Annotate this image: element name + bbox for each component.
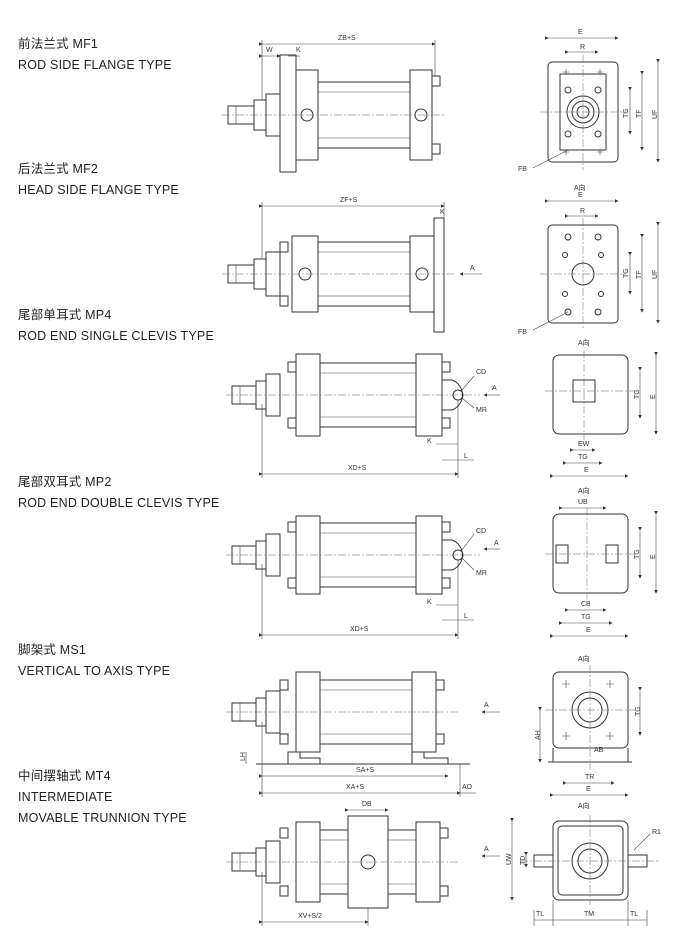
label-cn: 脚架式 MS1 — [18, 643, 87, 657]
dim-tg-bottom: TG — [578, 454, 588, 461]
dim-xa: XA+S — [346, 784, 364, 791]
dim-tr: TR — [585, 774, 594, 781]
arrow-a: A — [492, 385, 497, 392]
dim-xd: XD+S — [350, 626, 369, 633]
dim-tf: TF — [636, 270, 643, 279]
arrow-a: A — [494, 540, 499, 547]
label-cn: 后法兰式 MF2 — [18, 162, 99, 176]
dim-tm: TM — [584, 911, 594, 918]
label-mf1: 前法兰式 MF1 ROD SIDE FLANGE TYPE — [18, 34, 172, 76]
arrow-a: A — [484, 702, 489, 709]
end-view-mt4 — [552, 820, 629, 901]
foot-front — [287, 751, 321, 765]
dim-e-bottom: E — [584, 467, 589, 474]
label-mp4: 尾部单耳式 MP4 ROD END SINGLE CLEVIS TYPE — [18, 305, 214, 347]
label-en: VERTICAL TO AXIS TYPE — [18, 664, 171, 678]
dim-td: TD — [520, 856, 527, 865]
drawing-mp2: CD A MR K L XD+S A向 UB TG E CB TG E — [226, 486, 658, 639]
dim-fb: FB — [518, 329, 527, 336]
dim-ew: EW — [578, 441, 590, 448]
dim-tl-right: TL — [630, 911, 638, 918]
view-a: A向 — [578, 338, 590, 347]
dim-cd: CD — [476, 369, 486, 376]
dim-l: L — [464, 613, 468, 620]
drawing-mp4: CD A MR K L XD+S A向 TG E EW TG E — [226, 338, 658, 478]
label-en: HEAD SIDE FLANGE TYPE — [18, 183, 179, 197]
front-flange — [279, 54, 297, 173]
dim-e: E — [578, 192, 583, 199]
dim-tl: TL — [536, 911, 544, 918]
dim-k: K — [427, 599, 432, 606]
dim-xd: XD+S — [348, 465, 367, 472]
drawing-mf1: ZB+S W K E R TG TF UF FB — [222, 29, 660, 173]
dim-uf: UF — [652, 110, 659, 119]
dim-e: E — [650, 554, 657, 559]
end-view-mp4 — [552, 354, 629, 435]
view-a: A向 — [574, 183, 586, 192]
dim-r1: R1 — [652, 829, 661, 836]
label-cn: 尾部单耳式 MP4 — [18, 308, 112, 322]
label-mf2: 后法兰式 MF2 HEAD SIDE FLANGE TYPE — [18, 159, 179, 201]
dim-ah: AH — [535, 730, 542, 740]
label-en-2: MOVABLE TRUNNION TYPE — [18, 811, 187, 825]
dim-uw: UW — [506, 853, 513, 865]
label-en: ROD END SINGLE CLEVIS TYPE — [18, 329, 214, 343]
dim-ub: UB — [578, 499, 588, 506]
label-mt4: 中间摆轴式 MT4 INTERMEDIATE MOVABLE TRUNNION … — [18, 766, 187, 829]
dim-tg: TG — [634, 549, 641, 559]
dim-e: E — [586, 786, 591, 793]
dim-xv: XV+S/2 — [298, 913, 322, 920]
dim-k: K — [427, 438, 432, 445]
label-en: INTERMEDIATE — [18, 790, 113, 804]
dim-tg: TG — [635, 706, 642, 716]
dim-k: K — [440, 209, 445, 216]
rear-flange — [433, 217, 445, 333]
label-cn: 尾部双耳式 MP2 — [18, 475, 112, 489]
label-en: ROD END DOUBLE CLEVIS TYPE — [18, 496, 220, 510]
dim-ab: AB — [594, 747, 604, 754]
drawing-mt4: DB A XV+S/2 A向 R1 TD UW TL TM TL — [226, 801, 661, 926]
dim-w: W — [266, 47, 273, 54]
view-a: A向 — [578, 486, 590, 495]
label-mp2: 尾部双耳式 MP2 ROD END DOUBLE CLEVIS TYPE — [18, 472, 220, 514]
foot-rear — [411, 751, 449, 765]
dim-lh: LH — [240, 752, 247, 761]
drawing-ms1: A LH SA+S XA+S AO A向 TG AH AB TR E — [226, 654, 642, 797]
dim-db: DB — [362, 801, 372, 808]
dim-tg-bottom: TG — [581, 614, 591, 621]
arrow-a: A — [470, 265, 475, 272]
dim-tg: TG — [623, 108, 630, 118]
drawing-mf2: ZF+S K A A向 E R TG TF UF FB — [222, 183, 660, 336]
dim-zb: ZB+S — [338, 35, 356, 42]
view-a: A向 — [578, 654, 590, 663]
dim-l: L — [464, 453, 468, 460]
dim-cb: CB — [581, 601, 591, 608]
label-ms1: 脚架式 MS1 VERTICAL TO AXIS TYPE — [18, 640, 170, 682]
dim-tg: TG — [634, 389, 641, 399]
dim-cd: CD — [476, 528, 486, 535]
dim-sa: SA+S — [356, 767, 374, 774]
dim-e: E — [650, 394, 657, 399]
view-a: A向 — [578, 801, 590, 810]
dim-uf: UF — [652, 270, 659, 279]
arrow-a: A — [484, 846, 489, 853]
dim-tg: TG — [623, 268, 630, 278]
end-view-mp2 — [552, 513, 629, 594]
dim-zf: ZF+S — [340, 197, 358, 204]
dim-fb: FB — [518, 166, 527, 173]
dim-mr: MR — [476, 570, 487, 577]
dim-ao: AO — [462, 784, 473, 791]
dim-e-bottom: E — [586, 627, 591, 634]
dim-r: R — [580, 208, 585, 215]
dim-k: K — [296, 47, 301, 54]
label-cn: 中间摆轴式 MT4 — [18, 769, 111, 783]
dim-tf: TF — [636, 109, 643, 118]
label-en: ROD SIDE FLANGE TYPE — [18, 58, 172, 72]
dim-r: R — [580, 44, 585, 51]
label-cn: 前法兰式 MF1 — [18, 37, 99, 51]
dim-e: E — [578, 29, 583, 36]
dim-mr: MR — [476, 407, 487, 414]
